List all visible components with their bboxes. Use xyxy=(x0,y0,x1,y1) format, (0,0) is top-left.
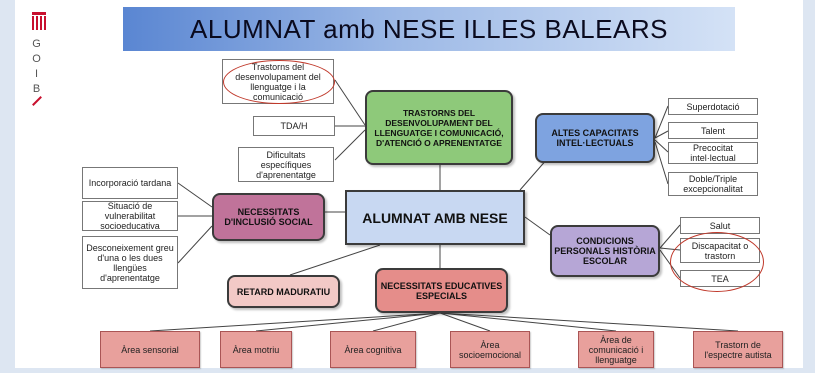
altes-item-talent: Talent xyxy=(668,122,758,139)
bottom-frame xyxy=(0,368,815,373)
trastorns-item-dificultats: Dificultats específiques d'aprenentatge xyxy=(238,147,334,182)
goib-logo: G O I B xyxy=(28,12,50,112)
goib-emblem-icon xyxy=(32,12,46,32)
logo-letter-i: I xyxy=(34,68,40,80)
left-frame xyxy=(0,0,15,373)
altes-item-doble-triple: Doble/Triple excepcionalitat xyxy=(668,172,758,196)
trastorns-item-tdah: TDA/H xyxy=(253,116,335,136)
node-retard-maduratiu: RETARD MADURATIU xyxy=(227,275,340,308)
inclusio-item-desconeixement: Desconeixement greu d'una o les dues lle… xyxy=(82,236,178,289)
title-banner: ALUMNAT amb NESE ILLES BALEARS xyxy=(123,7,735,51)
highlight-ellipse-llenguatge xyxy=(223,60,335,104)
logo-letter-b: B xyxy=(32,83,42,95)
nee-item-tea: Trastorn de l'espectre autista xyxy=(693,331,783,368)
node-altes-capacitats: ALTES CAPACITATS INTEL·LECTUALS xyxy=(535,113,655,163)
node-inclusio-social: NECESSITATS D'INCLUSIÓ SOCIAL xyxy=(212,193,325,241)
nee-item-area-motriu: Àrea motriu xyxy=(220,331,292,368)
nee-item-area-sensorial: Àrea sensorial xyxy=(100,331,200,368)
page-title: ALUMNAT amb NESE ILLES BALEARS xyxy=(190,13,668,44)
node-condicions-personals: CONDICIONS PERSONALS HISTÒRIA ESCOLAR xyxy=(550,225,660,277)
node-trastorns: TRASTORNS DEL DESENVOLUPAMENT DEL LLENGU… xyxy=(365,90,513,165)
altes-item-superdotacio: Superdotació xyxy=(668,98,758,115)
inclusio-item-incorporacio: Incorporació tardana xyxy=(82,167,178,199)
logo-letter-g: G xyxy=(32,38,42,50)
highlight-ellipse-condicions xyxy=(670,232,764,292)
nee-item-area-socioemocional: Àrea socioemocional xyxy=(450,331,530,368)
nee-item-area-comunicacio: Àrea de comunicació i llenguatge xyxy=(578,331,654,368)
altes-item-precocitat: Precocitat intel·lectual xyxy=(668,142,758,164)
right-frame xyxy=(803,0,815,373)
nee-item-area-cognitiva: Àrea cognitiva xyxy=(330,331,416,368)
node-necessitats-educatives-especials: NECESSITATS EDUCATIVES ESPECIALS xyxy=(375,268,508,313)
logo-letter-o: O xyxy=(32,53,42,65)
node-center: ALUMNAT AMB NESE xyxy=(345,190,525,245)
inclusio-item-vulnerabilitat: Situació de vulnerabilitat socioeducativ… xyxy=(82,201,178,231)
